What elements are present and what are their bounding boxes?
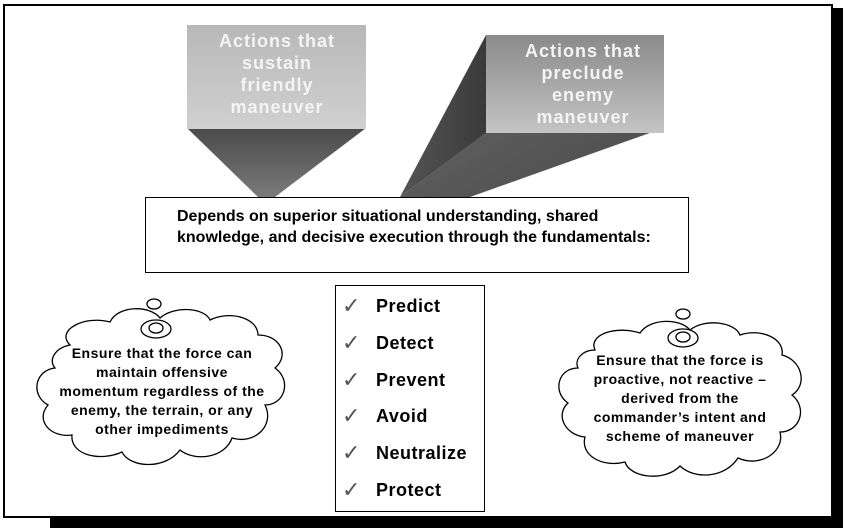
checkmark-icon: ✓	[342, 294, 361, 319]
list-item: ✓ Detect	[336, 331, 536, 361]
checkmark-icon: ✓	[342, 404, 361, 429]
checkmark-icon: ✓	[342, 331, 361, 356]
list-item: ✓ Neutralize	[336, 441, 536, 471]
checkmark-icon: ✓	[342, 368, 361, 393]
right-thought-cloud	[558, 308, 802, 477]
left-block-funnel	[187, 128, 366, 197]
frame-shadow-bottom	[50, 518, 840, 528]
list-item-label: Protect	[376, 480, 442, 500]
frame-shadow-right	[833, 8, 843, 528]
list-item-label: Predict	[376, 296, 441, 316]
list-item: ✓ Avoid	[336, 404, 536, 434]
right-cloud-text: Ensure that the force is proactive, not …	[593, 352, 767, 444]
right-block-label: Actions that preclude enemy maneuver	[524, 41, 641, 127]
left-cloud-text: Ensure that the force can maintain offen…	[59, 345, 265, 437]
list-item: ✓ Predict	[336, 294, 536, 324]
list-item: ✓ Protect	[336, 478, 536, 508]
checkmark-icon: ✓	[342, 441, 361, 466]
checkmark-icon: ✓	[342, 478, 361, 503]
right-block-left-face	[400, 35, 486, 197]
list-item-label: Neutralize	[376, 443, 468, 463]
center-text: Depends on superior situational understa…	[177, 208, 651, 246]
left-block-face	[187, 25, 366, 129]
list-item: ✓ Prevent	[336, 368, 536, 398]
left-block-label: Actions that sustain friendly maneuver	[218, 31, 335, 117]
fundamentals-list: ✓ Predict ✓ Detect ✓ Prevent ✓ Avoid ✓ N…	[335, 285, 485, 512]
left-thought-cloud	[36, 298, 286, 465]
center-text-box: Depends on superior situational understa…	[145, 197, 689, 273]
list-item-label: Avoid	[376, 406, 428, 426]
list-item-label: Detect	[376, 333, 435, 353]
right-block-face	[486, 35, 664, 133]
list-item-label: Prevent	[376, 370, 446, 390]
